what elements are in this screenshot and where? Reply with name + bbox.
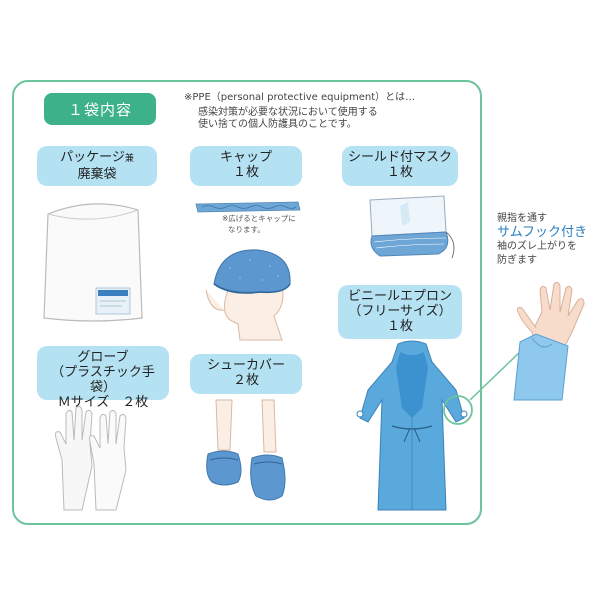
side-note-line2: サムフック付き xyxy=(497,225,587,240)
label-glove: グローブ （プラスチック手袋） Ｍサイズ ２枚 xyxy=(37,346,169,410)
label-cap-line1: キャップ xyxy=(219,150,272,165)
side-note-line1: 親指を通す xyxy=(497,213,547,224)
side-note-line3: 袖のズレ上がりを xyxy=(497,241,577,252)
side-note-line4: 防ぎます xyxy=(497,255,537,266)
cap-caption-line1: ※広げるとキャップに xyxy=(222,214,296,223)
package-bag-illustration xyxy=(43,203,143,322)
ppe-note-line2: 感染対策が必要な状況において使用する xyxy=(198,107,378,118)
label-package: パッケージ兼 廃棄袋 xyxy=(37,146,157,186)
label-package-line1: パッケージ xyxy=(60,150,125,165)
shoe-cover-illustration xyxy=(206,399,286,501)
label-apron-line3: １枚 xyxy=(386,319,413,334)
contents-badge: １袋内容 xyxy=(44,93,156,125)
label-shoe-line2: ２枚 xyxy=(232,373,259,388)
label-cap-line2: １枚 xyxy=(232,165,259,180)
label-package-line2: 廃棄袋 xyxy=(77,167,117,182)
label-glove-line2: （プラスチック手袋） xyxy=(51,365,155,395)
label-package-suffix: 兼 xyxy=(124,154,134,164)
label-apron-line2: （フリーサイズ） xyxy=(348,304,452,319)
folded-cap-illustration xyxy=(195,201,301,213)
label-mask: シールド付マスク １枚 xyxy=(342,146,458,186)
label-glove-line1: グローブ xyxy=(77,350,129,365)
label-glove-line3: Ｍサイズ ２枚 xyxy=(57,395,149,410)
label-shoe-line1: シューカバー xyxy=(206,358,285,373)
shield-mask-illustration xyxy=(369,195,455,259)
gloves-illustration xyxy=(55,405,127,511)
ppe-note-line3: 使い捨ての個人防護具のことです。 xyxy=(198,119,357,130)
label-apron: ビニールエプロン （フリーサイズ） １枚 xyxy=(338,285,462,339)
cap-caption-line2: なります。 xyxy=(228,225,265,234)
label-mask-line2: １枚 xyxy=(386,165,413,180)
label-cap: キャップ １枚 xyxy=(190,146,302,186)
apron-illustration xyxy=(356,340,468,511)
thumb-hook-note: 親指を通す サムフック付き 袖のズレ上がりを 防ぎます xyxy=(497,212,597,268)
label-shoe: シューカバー ２枚 xyxy=(190,354,302,394)
cap-on-head-illustration xyxy=(205,249,291,341)
thumb-hook-hand-illustration xyxy=(513,281,585,401)
ppe-note-title: ※PPE（personal protective equipment）とは… xyxy=(184,92,416,103)
label-apron-line1: ビニールエプロン xyxy=(347,289,452,304)
label-mask-line1: シールド付マスク xyxy=(348,150,453,165)
